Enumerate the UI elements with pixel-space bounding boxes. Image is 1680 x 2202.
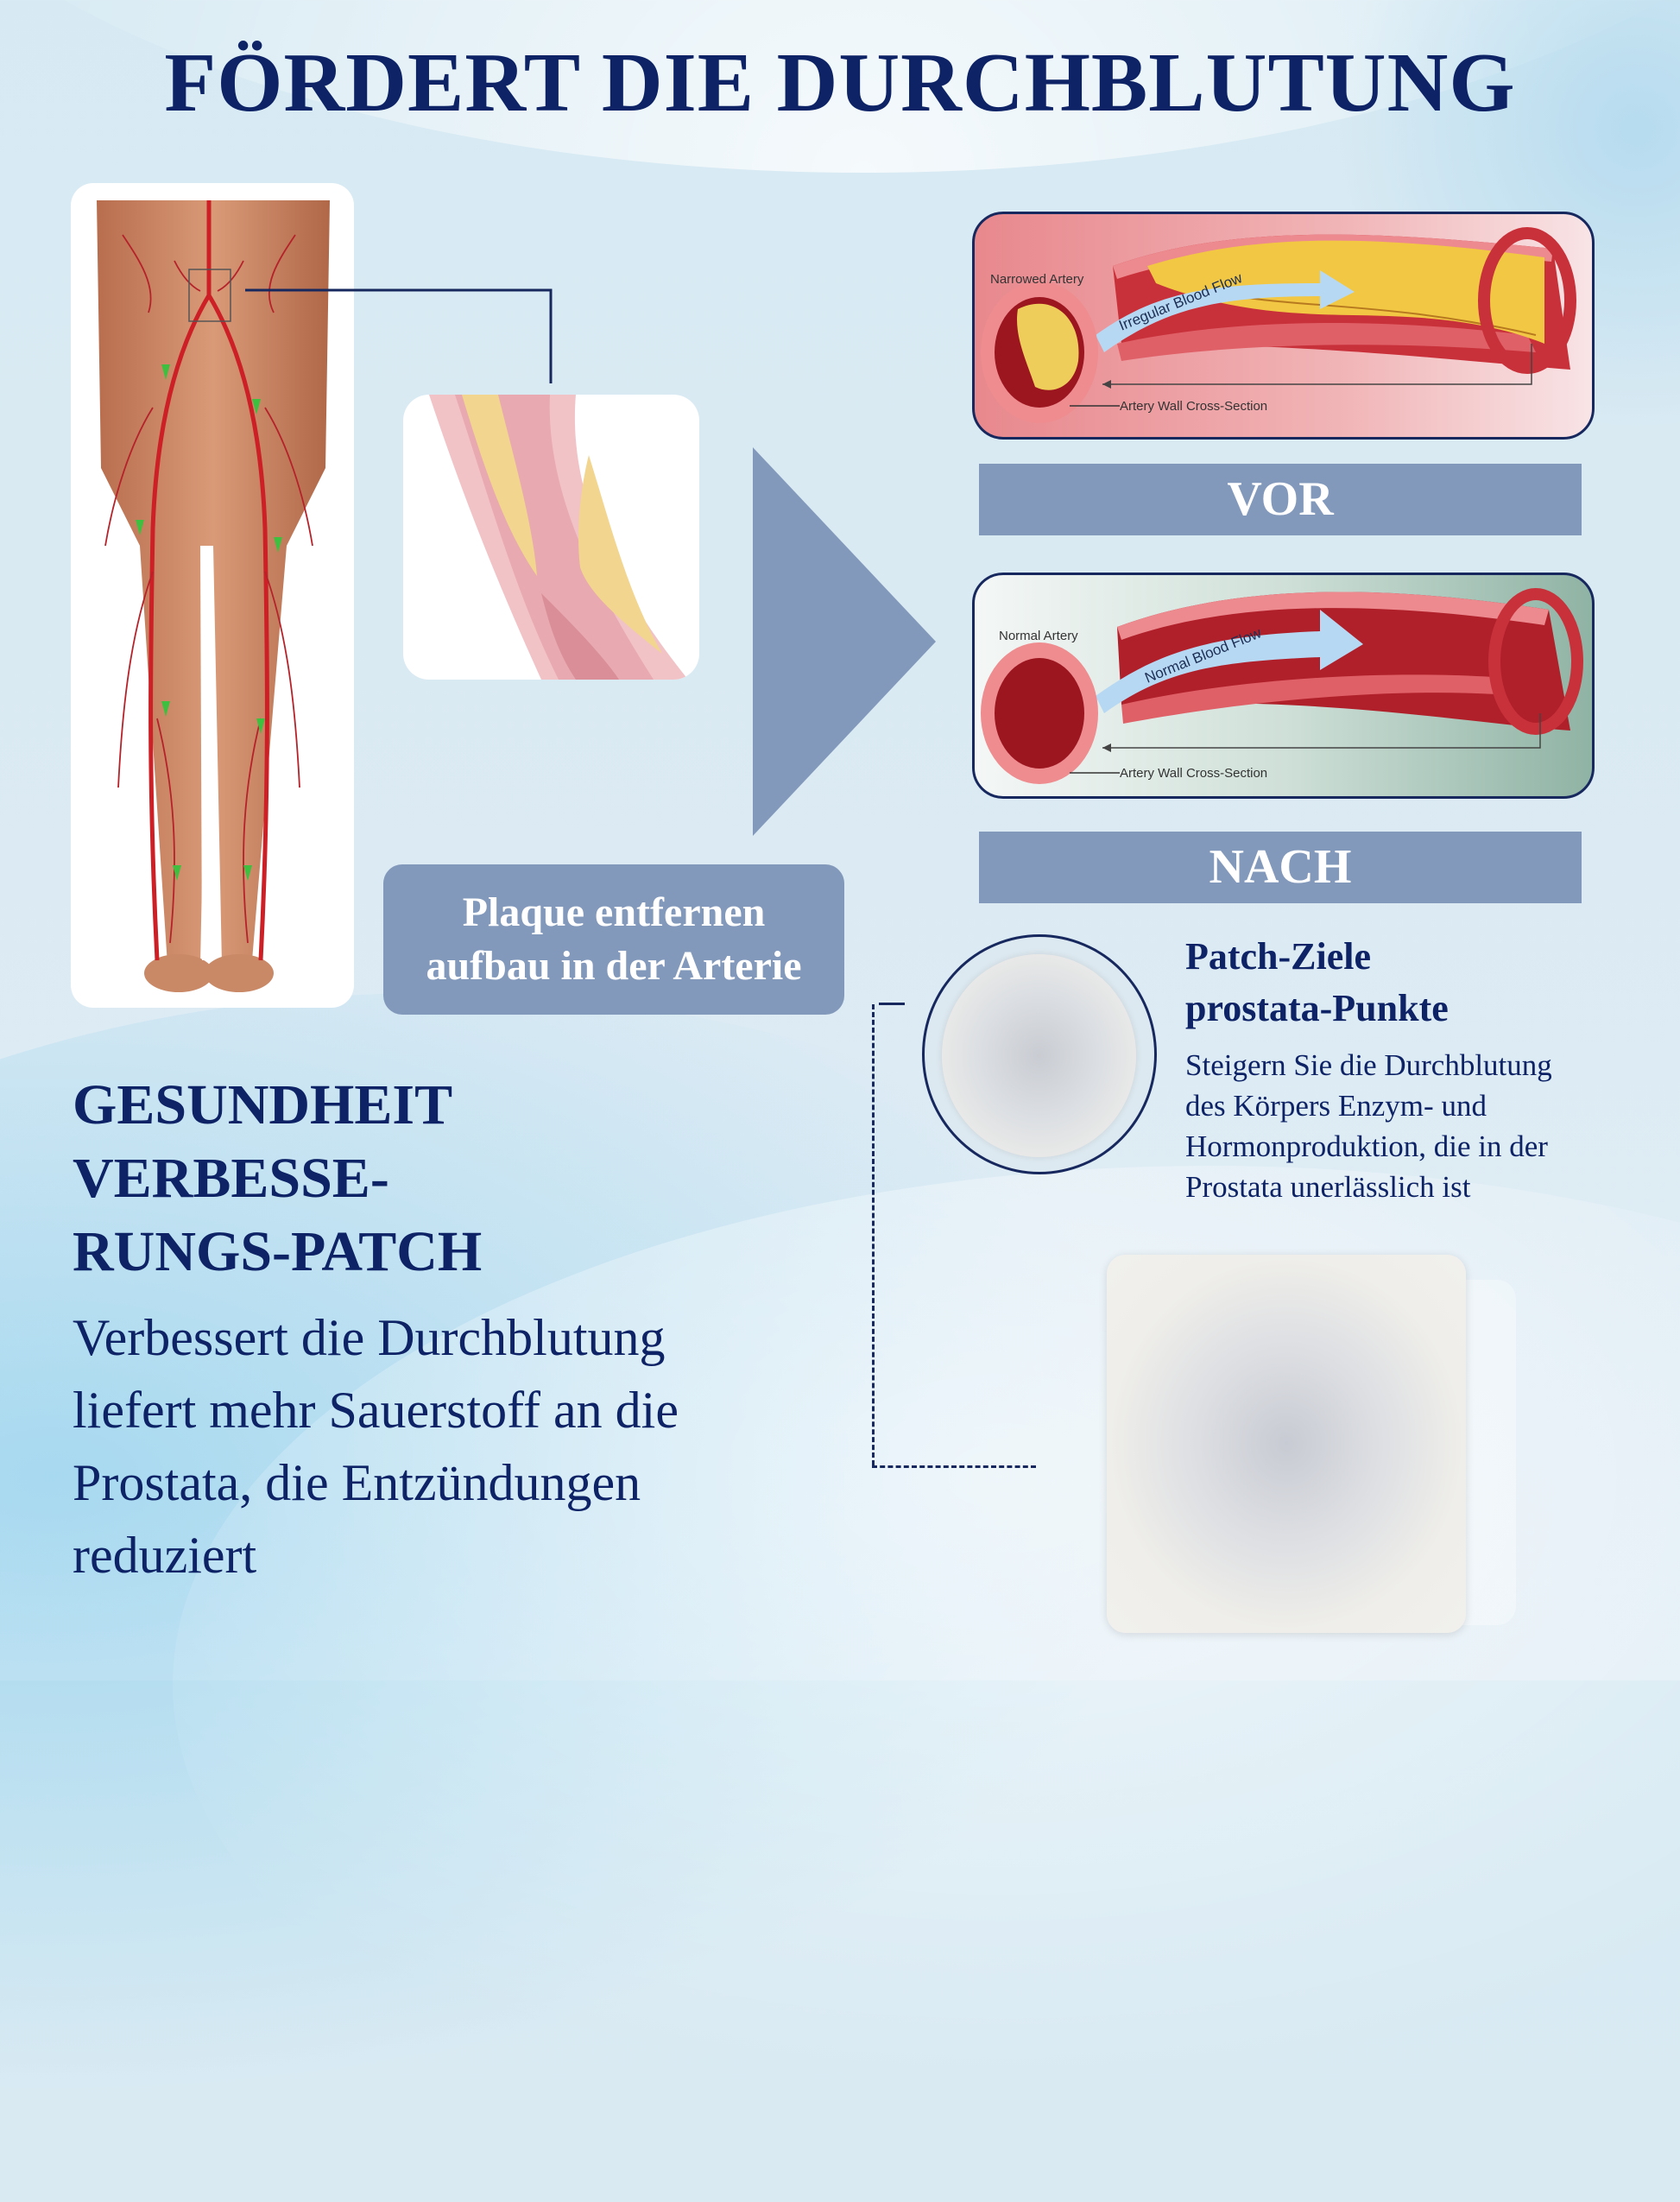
connector-line <box>245 288 553 383</box>
plaque-label-line2: aufbau in der Arterie <box>426 943 802 989</box>
page-title: FÖRDERT DIE DURCHBLUTUNG <box>164 36 1516 130</box>
artery-label: Normal Artery <box>999 629 1078 643</box>
health-desc-line: Prostata, die Entzündungen <box>73 1454 641 1511</box>
patch-desc-line: Prostata unerlässlich ist <box>1185 1170 1471 1204</box>
health-title-line: VERBESSE- <box>73 1147 389 1210</box>
patch-product-image <box>1107 1255 1466 1633</box>
body-arteries-image <box>97 200 330 992</box>
patch-title-line1: Patch-Ziele <box>1185 935 1372 978</box>
wall-label: Artery Wall Cross-Section <box>1120 766 1267 781</box>
health-desc-line: Verbessert die Durchblutung <box>73 1309 666 1366</box>
health-desc-line: liefert mehr Sauerstoff an die <box>73 1382 679 1439</box>
health-patch-title: GESUNDHEIT VERBESSE- RUNGS-PATCH <box>73 1068 482 1288</box>
health-title-line: RUNGS-PATCH <box>73 1220 483 1283</box>
before-label: VOR <box>979 464 1582 535</box>
dashed-connector-bottom <box>872 1465 1036 1468</box>
artery-label: Narrowed Artery <box>990 272 1084 287</box>
plaque-closeup-image <box>429 395 688 680</box>
narrowed-artery-diagram: Irregular Blood Flow Narrowed Artery Art… <box>972 212 1595 440</box>
patch-title-line2: prostata-Punkte <box>1185 987 1449 1029</box>
dashed-connector-vertical <box>872 1004 875 1465</box>
normal-artery-diagram: Normal Blood Flow Normal Artery Artery W… <box>972 573 1595 799</box>
plaque-label-line1: Plaque entfernen <box>462 889 766 935</box>
patch-desc-line: Hormonproduktion, die in der <box>1185 1129 1548 1163</box>
wall-label: Artery Wall Cross-Section <box>1120 399 1267 414</box>
after-label: NACH <box>979 832 1582 903</box>
patch-closeup-circle <box>922 934 1157 1174</box>
health-patch-description: Verbessert die Durchblutung liefert mehr… <box>73 1301 832 1591</box>
plaque-removal-label: Plaque entfernen aufbau in der Arterie <box>383 864 844 1015</box>
patch-desc-line: Steigern Sie die Durchblutung <box>1185 1048 1552 1082</box>
arrow-right-icon <box>753 447 936 836</box>
body-arteries-illustration <box>71 183 354 1008</box>
plaque-closeup-card <box>403 395 699 680</box>
health-desc-line: reduziert <box>73 1527 257 1584</box>
health-title-line: GESUNDHEIT <box>73 1073 453 1136</box>
patch-desc-line: des Körpers Enzym- und <box>1185 1089 1487 1123</box>
patch-info-description: Steigern Sie die Durchblutung des Körper… <box>1185 1045 1634 1207</box>
dashed-connector-top <box>879 1003 905 1005</box>
patch-info-title: Patch-Ziele prostata-Punkte <box>1185 931 1449 1035</box>
patch-round-image <box>942 954 1136 1157</box>
